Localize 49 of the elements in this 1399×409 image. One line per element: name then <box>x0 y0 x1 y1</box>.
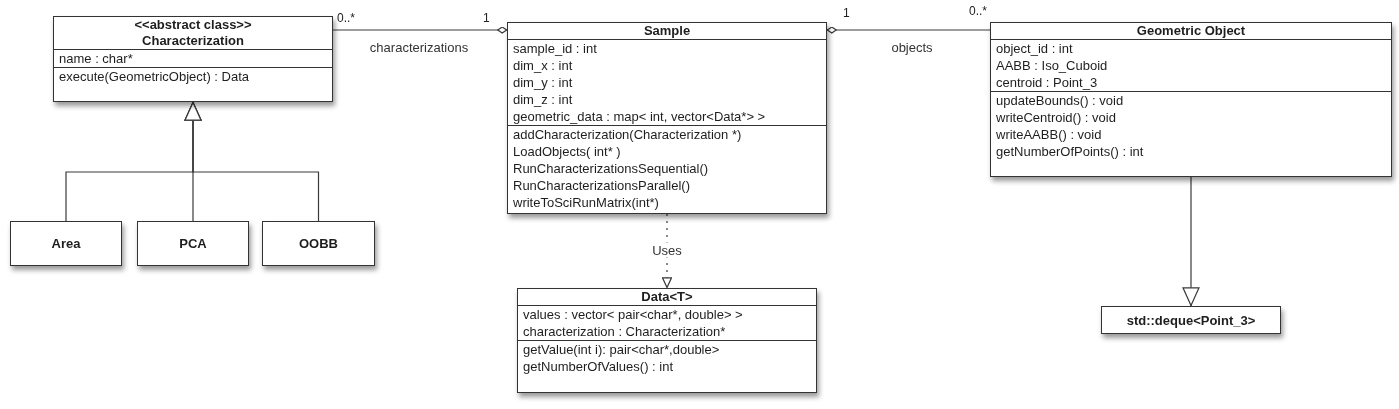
attribute-text: name : char* <box>59 50 133 67</box>
class-name: Area <box>51 235 81 252</box>
method-text: writeCentroid() : void <box>996 109 1116 126</box>
attribute-text: dim_x : int <box>513 57 573 74</box>
method-text: updateBounds() : void <box>996 92 1124 109</box>
multiplicity-label: 0..* <box>337 12 355 25</box>
class-name: PCA <box>179 235 207 252</box>
class-box <box>53 16 333 102</box>
method-text: getNumberOfValues() : int <box>523 358 674 375</box>
method-text: RunCharacterizationsSequential() <box>513 160 709 177</box>
class-box <box>990 22 1392 177</box>
method-text: writeAABB() : void <box>996 126 1102 143</box>
attribute-text: characterization : Characterization* <box>523 323 726 340</box>
class-box <box>10 221 122 266</box>
class-box <box>1101 306 1281 334</box>
class-box <box>507 22 827 214</box>
method-text: RunCharacterizationsParallel() <box>513 177 691 194</box>
method-text: getValue(int i): pair<char*,double> <box>523 341 720 358</box>
method-text: writeToSciRunMatrix(int*) <box>513 194 659 211</box>
multiplicity-label: 1 <box>843 7 850 20</box>
class-box <box>137 221 249 266</box>
method-text: execute(GeometricObject) : Data <box>59 68 250 85</box>
class-name: Geometric Object <box>1136 23 1246 39</box>
aggregation-line <box>332 26 508 34</box>
class-name: OOBB <box>299 235 338 252</box>
method-text: getNumberOfPoints() : int <box>996 143 1144 160</box>
class-name: std::deque<Point_3> <box>1126 311 1256 329</box>
attribute-text: values : vector< pair<char*, double> > <box>523 306 743 323</box>
class-name: Characterization <box>142 33 244 49</box>
method-text: LoadObjects( int* ) <box>513 143 621 160</box>
attribute-text: dim_z : int <box>513 91 573 108</box>
class-box <box>517 288 817 393</box>
attribute-text: sample_id : int <box>513 40 597 57</box>
multiplicity-label: 0..* <box>969 5 987 18</box>
stereotype-label: <<abstract class>> <box>134 17 252 33</box>
inheritance-arrow <box>1182 176 1200 307</box>
attribute-text: dim_y : int <box>513 74 573 91</box>
attribute-text: object_id : int <box>996 40 1073 57</box>
multiplicity-label: 1 <box>483 12 490 25</box>
class-name: Data<T> <box>641 289 693 305</box>
inheritance-arrow <box>184 101 320 222</box>
attribute-text: centroid : Point_3 <box>996 74 1098 91</box>
class-box <box>262 221 375 266</box>
attribute-text: geometric_data : map< int, vector<Data*> > <box>513 108 766 125</box>
aggregation-line <box>826 26 991 34</box>
class-name: Sample <box>643 23 691 39</box>
edge-label: Uses <box>650 242 684 258</box>
attribute-text: AABB : Iso_Cuboid <box>996 57 1108 74</box>
method-text: addCharacterization(Characterization *) <box>513 126 742 143</box>
